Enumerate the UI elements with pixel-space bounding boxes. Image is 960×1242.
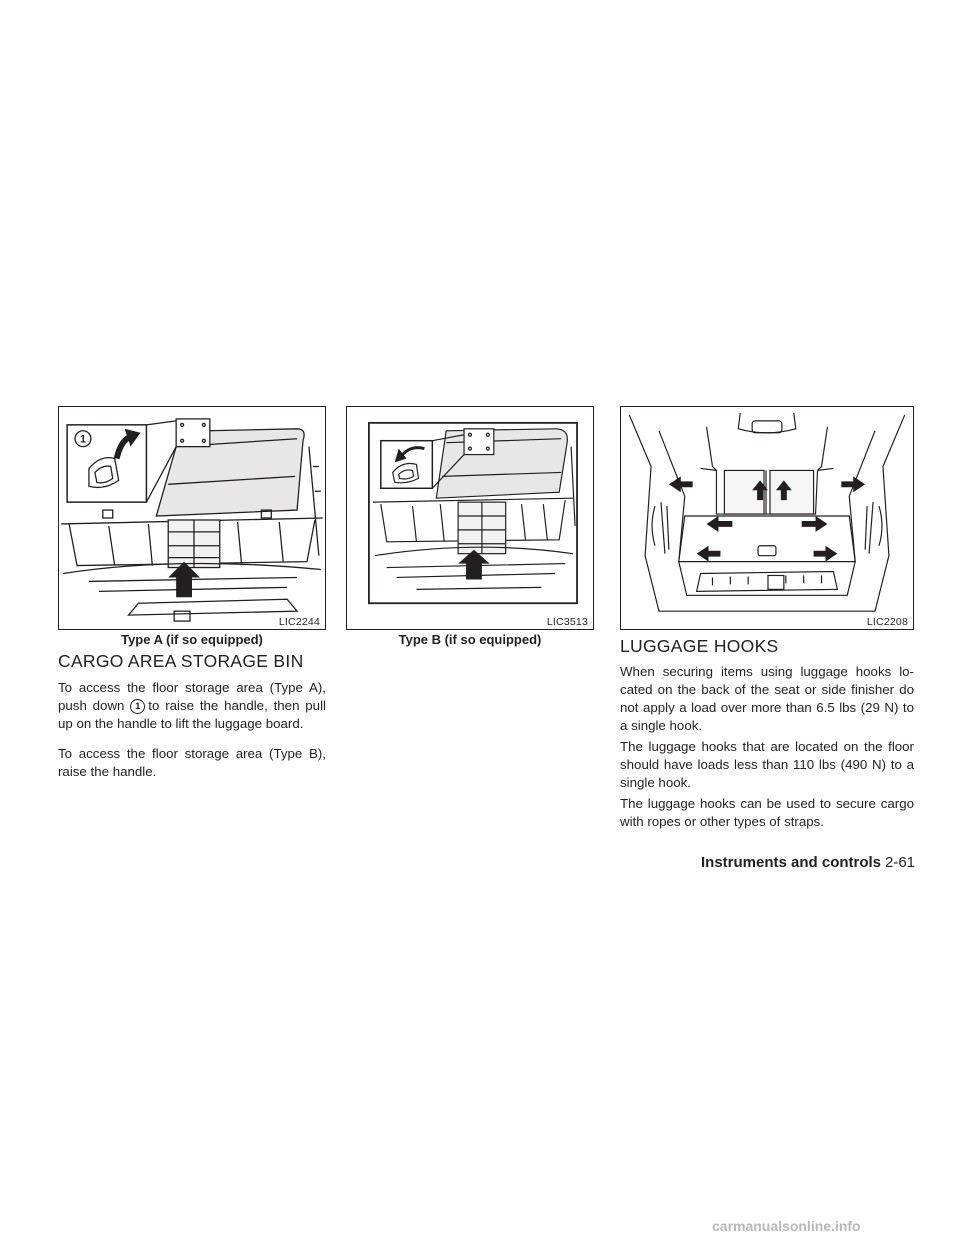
cargo-bin-type-a-illustration: 1	[61, 418, 323, 622]
footer-section-title: Instruments and controls	[701, 854, 882, 871]
watermark[interactable]: carmanualsonline.info	[712, 1218, 861, 1234]
figure-caption-b: Type B (if so equipped)	[398, 632, 542, 647]
cargo-bin-paragraph-2: To access the floor storage area (Type B…	[58, 746, 326, 779]
luggage-hooks-heading: LUGGAGE HOOKS	[620, 636, 779, 656]
cargo-p1-after: to raise the handle, then pull up on the…	[58, 698, 326, 731]
cargo-p1-before: To access the floor storage area (Type A…	[58, 680, 326, 713]
callout-1-label: 1	[80, 434, 86, 446]
cargo-bin-paragraph-1: To access the floor storage area (Type A…	[58, 679, 326, 733]
figure-code-b: LIC3513	[545, 615, 589, 628]
cargo-bin-heading: CARGO AREA STORAGE BIN	[58, 651, 304, 671]
luggage-hooks-paragraph-1: When securing items using luggage hooks …	[620, 664, 914, 733]
figure-type-a: 1 LIC2244	[58, 406, 326, 630]
figure-type-b: LIC3513	[346, 406, 594, 630]
page-number: 2-61	[885, 854, 916, 871]
luggage-hooks-paragraph-2: The luggage hooks that are located on th…	[620, 739, 914, 790]
figure-caption-a: Type A (if so equipped)	[121, 632, 263, 647]
figure-code-a: LIC2244	[277, 615, 321, 628]
luggage-hooks-paragraph-3: The luggage hooks can be used to secure …	[620, 796, 914, 829]
figure-luggage-hooks: LIC2208	[620, 406, 914, 630]
cargo-bin-type-b-illustration	[368, 421, 578, 605]
callout-1-icon: 1	[130, 699, 146, 714]
figure-code-c: LIC2208	[865, 615, 909, 628]
luggage-hooks-illustration	[628, 412, 906, 612]
